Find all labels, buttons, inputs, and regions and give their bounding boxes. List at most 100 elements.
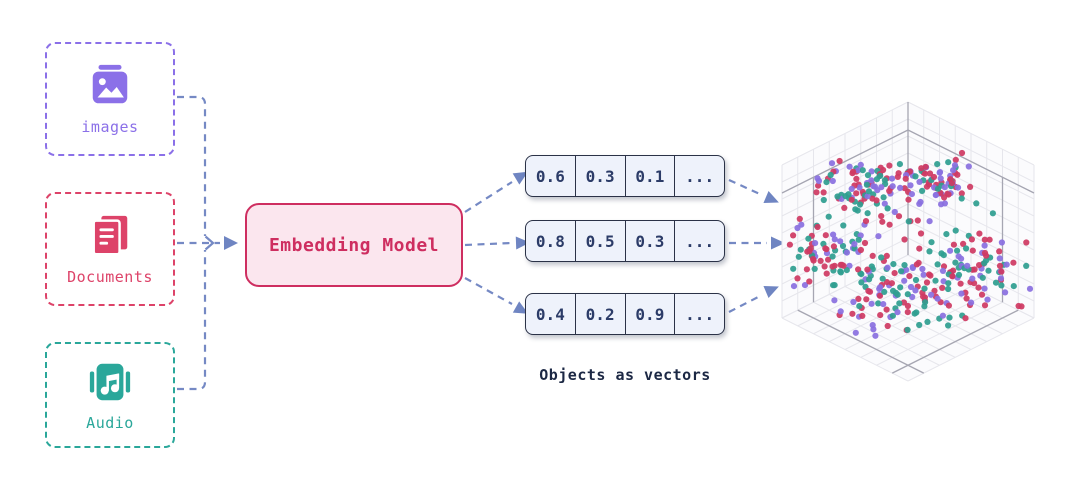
audio-icon <box>89 363 131 400</box>
scatter-point <box>855 248 862 255</box>
scatter-point <box>804 248 811 255</box>
scatter-point <box>950 167 957 174</box>
scatter-point <box>861 239 869 247</box>
source-connectors <box>177 95 238 391</box>
source-box-documents[interactable]: Documents <box>45 192 175 306</box>
plot-grid-line <box>876 301 1003 366</box>
scatter-point <box>850 168 857 175</box>
plot-grid-line <box>813 301 940 366</box>
scatter-point <box>920 177 927 184</box>
scatter-point <box>981 236 988 243</box>
scatter-point <box>821 263 828 270</box>
scatter-point <box>932 277 939 284</box>
scatter-point <box>948 180 956 187</box>
scatter-point <box>857 270 864 277</box>
scatter-point <box>919 265 926 273</box>
scatter-point <box>886 162 893 169</box>
scatter-point <box>869 252 876 259</box>
scatter-point <box>865 287 872 295</box>
scatter-point <box>840 262 847 269</box>
scatter-point <box>914 283 921 290</box>
source-box-images[interactable]: images <box>45 42 175 156</box>
scatter-point <box>858 304 865 311</box>
scatter-point <box>983 252 990 259</box>
scatter-point <box>864 266 871 273</box>
scatter-point <box>907 168 914 175</box>
scatter-point <box>808 232 815 239</box>
scatter-point <box>907 182 914 189</box>
scatter-point <box>905 196 912 203</box>
scatter-point <box>856 303 863 310</box>
scatter-point <box>877 164 884 171</box>
fanout-middle-line <box>464 241 512 247</box>
source-box-audio[interactable]: Audio <box>45 342 175 448</box>
scatter-point <box>862 192 869 199</box>
scatter-point <box>920 169 927 176</box>
scatter-point <box>881 177 889 184</box>
scatter-point <box>879 275 886 282</box>
scatter-point <box>955 253 962 260</box>
scatter-point <box>803 266 811 273</box>
vector-cell: 0.9 <box>624 294 675 334</box>
scatter-point <box>848 194 855 201</box>
scatter-point <box>909 172 917 179</box>
scatter-point <box>834 193 841 200</box>
scatter-point <box>941 194 948 201</box>
plot-grid-line <box>797 309 924 374</box>
scatter-point <box>937 189 944 196</box>
scatter-point <box>889 312 897 319</box>
scatter-point <box>878 281 886 289</box>
plot-grid-line <box>813 270 940 335</box>
scatter-point <box>958 263 965 270</box>
scatter-point <box>899 268 907 275</box>
scatter-point <box>882 180 889 188</box>
scatter-point <box>965 232 972 239</box>
scatter-point <box>986 236 993 243</box>
scatter-point <box>856 313 863 320</box>
plot-grid-line <box>907 186 1035 251</box>
scatter-point <box>918 167 925 174</box>
scatter-point <box>904 291 911 298</box>
scatter-point <box>870 326 877 333</box>
scatter-point <box>945 271 952 278</box>
scatter-point <box>945 302 953 309</box>
scatter-point <box>832 247 839 254</box>
embedding-model-box[interactable]: Embedding Model <box>245 203 463 287</box>
scatter-point <box>853 190 860 197</box>
plot-grid-line <box>797 262 924 327</box>
scatter-point <box>909 293 916 301</box>
scatter-point <box>851 245 858 252</box>
scatter-point <box>888 280 896 287</box>
scatter-point <box>869 195 876 202</box>
scatter-point <box>863 181 871 188</box>
scatter-point <box>812 240 819 247</box>
scatter-point <box>836 157 843 165</box>
scatter-point <box>790 265 797 272</box>
scatter-point <box>836 311 843 319</box>
plot-grid-line <box>829 278 956 343</box>
scatter-point <box>907 218 914 225</box>
scatter-point <box>887 185 894 192</box>
scatter-point <box>947 172 954 179</box>
scatter-point <box>890 261 897 268</box>
scatter-point <box>820 196 827 204</box>
plot-grid-line <box>781 186 909 251</box>
scatter-point <box>894 309 901 316</box>
scatter-point <box>926 170 934 177</box>
scatter-point <box>950 267 957 274</box>
scatter-point <box>915 259 922 266</box>
fanin-bottom-line <box>728 294 763 313</box>
scatter-point <box>949 273 956 280</box>
scatter-point <box>927 272 934 279</box>
scatter-point <box>924 318 931 325</box>
scatter-point <box>903 327 910 334</box>
scatter-point <box>840 222 847 229</box>
documents-icon <box>92 215 128 255</box>
scatter-point <box>871 183 879 190</box>
scatter-point <box>820 189 827 196</box>
merge-fork-icon <box>204 235 215 251</box>
scatter-point <box>856 184 863 191</box>
scatter-point <box>873 197 880 204</box>
scatter-point <box>796 215 803 222</box>
scatter-point <box>904 170 911 177</box>
